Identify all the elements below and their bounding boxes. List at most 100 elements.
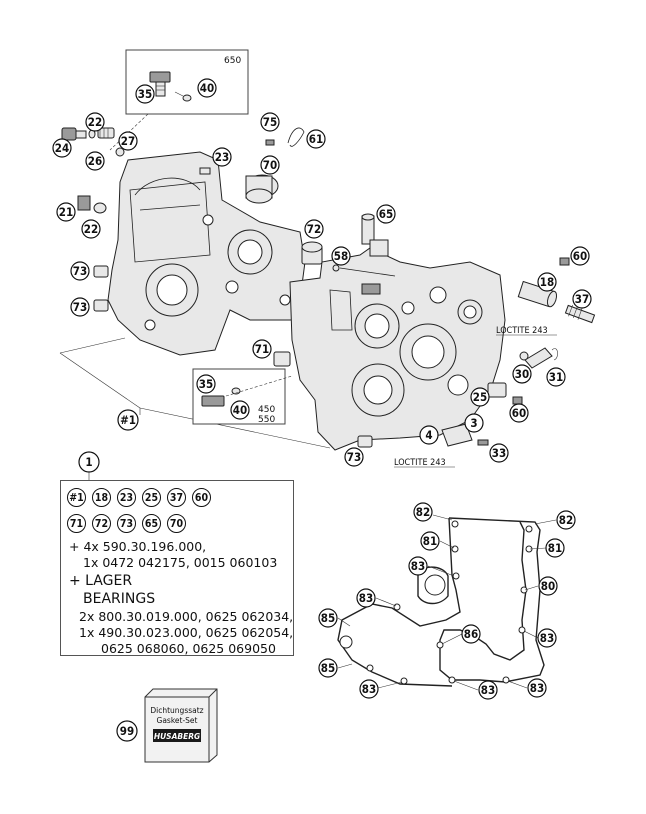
callout-70: 70 xyxy=(260,155,280,175)
gasket-callout-86: 86 xyxy=(461,624,481,644)
svg-text:25: 25 xyxy=(473,390,487,404)
callout-73-b: 73 xyxy=(70,297,90,317)
kit-lager-line-1: + LAGER xyxy=(69,573,133,589)
bolt-37 xyxy=(564,304,596,324)
svg-text:83: 83 xyxy=(481,683,495,697)
svg-text:75: 75 xyxy=(263,115,277,129)
callout-22-lower: 22 xyxy=(81,219,101,239)
screw-part xyxy=(149,71,171,97)
svg-text:40: 40 xyxy=(200,81,214,95)
callout-27: 27 xyxy=(118,131,138,151)
dowel-73-b xyxy=(93,299,109,312)
gasket-callout-81-left: 81 xyxy=(420,531,440,551)
callout-73-c: 73 xyxy=(344,447,364,467)
gasket-callout-85-b: 85 xyxy=(318,658,338,678)
gasket-callout-82-left: 82 xyxy=(413,502,433,522)
callout-73-a: 73 xyxy=(70,261,90,281)
callout-4: 4 xyxy=(419,425,439,445)
callout-65: 65 xyxy=(376,204,396,224)
kit-bearing-line-3: 0625 068060, 0625 069050 xyxy=(101,641,276,656)
callout-1-kit-marker: #1 xyxy=(117,409,139,431)
kit-badge: 71 xyxy=(67,514,86,533)
gasket-callout-83-b: 83 xyxy=(356,588,376,608)
kit-badge: 73 xyxy=(117,514,136,533)
washer-part xyxy=(182,94,192,102)
callout-21: 21 xyxy=(56,202,76,222)
svg-text:40: 40 xyxy=(233,403,247,417)
svg-text:#1: #1 xyxy=(120,413,136,427)
callout-75: 75 xyxy=(260,112,280,132)
callout-item-1: 1 xyxy=(78,451,100,473)
bushing-25 xyxy=(487,382,507,398)
gasket-callout-85-a: 85 xyxy=(318,608,338,628)
kit-badge: 65 xyxy=(142,514,161,533)
callout-18: 18 xyxy=(537,272,557,292)
svg-text:99: 99 xyxy=(120,724,134,738)
callout-61: 61 xyxy=(306,129,326,149)
kit-bearing-line-1: 2x 800.30.019.000, 0625 062034, xyxy=(79,609,294,624)
bushing-72 xyxy=(301,241,323,265)
callout-33: 33 xyxy=(489,443,509,463)
callout-40-top: 40 xyxy=(197,78,217,98)
kit-badge: 60 xyxy=(192,488,211,507)
svg-text:60: 60 xyxy=(573,249,587,263)
svg-text:4: 4 xyxy=(425,428,432,442)
loctite-label-upper: LOCTITE 243 xyxy=(496,326,548,336)
detail-box-label-550: 550 xyxy=(258,415,275,425)
callout-71: 71 xyxy=(252,339,272,359)
gasket-set-title-en: Gasket-Set xyxy=(157,716,198,725)
svg-text:70: 70 xyxy=(263,158,277,172)
bushing-71 xyxy=(273,351,291,367)
gasket-callout-82-right: 82 xyxy=(556,510,576,530)
gasket-callout-83-a: 83 xyxy=(408,556,428,576)
gasket-callout-83-d: 83 xyxy=(359,679,379,699)
svg-text:83: 83 xyxy=(540,631,554,645)
gasket-set-title-de: Dichtungssatz xyxy=(150,706,203,715)
svg-text:85: 85 xyxy=(321,661,335,675)
callout-60-top: 60 xyxy=(570,246,590,266)
svg-text:65: 65 xyxy=(379,207,393,221)
svg-text:22: 22 xyxy=(88,115,102,129)
svg-text:82: 82 xyxy=(559,513,573,527)
callout-99: 99 xyxy=(116,720,138,742)
callout-3: 3 xyxy=(464,413,484,433)
svg-text:3: 3 xyxy=(470,416,477,430)
kit-badge: #1 xyxy=(67,488,86,507)
brand-logo: HUSABERG xyxy=(154,732,200,741)
shaft-18 xyxy=(517,280,558,308)
svg-text:85: 85 xyxy=(321,611,335,625)
crankcase-gasket xyxy=(337,514,557,691)
svg-text:22: 22 xyxy=(84,222,98,236)
right-crankcase-half xyxy=(289,247,506,451)
gasket-callout-83-e: 83 xyxy=(478,680,498,700)
svg-text:26: 26 xyxy=(88,154,102,168)
callout-60-bottom: 60 xyxy=(509,403,529,423)
svg-text:33: 33 xyxy=(492,446,506,460)
detail-box-650-label: 650 xyxy=(224,56,241,66)
svg-text:81: 81 xyxy=(548,541,562,555)
svg-text:83: 83 xyxy=(411,559,425,573)
callout-40-lower: 40 xyxy=(230,400,250,420)
svg-text:27: 27 xyxy=(121,134,135,148)
callout-58: 58 xyxy=(331,246,351,266)
callout-22-upper: 22 xyxy=(85,112,105,132)
kit-screws-line-2: 1x 0472 042175, 0015 060103 xyxy=(83,555,278,570)
svg-text:61: 61 xyxy=(309,132,323,146)
gasket-callout-83-f: 83 xyxy=(527,678,547,698)
plate-3-4 xyxy=(441,423,489,447)
kit-lager-line-2: BEARINGS xyxy=(83,591,156,607)
svg-text:86: 86 xyxy=(464,627,478,641)
svg-text:23: 23 xyxy=(215,150,229,164)
gasket-callout-83-c: 83 xyxy=(537,628,557,648)
sensor-65 xyxy=(361,213,389,257)
gasket-callout-80: 80 xyxy=(538,576,558,596)
callout-30: 30 xyxy=(512,364,532,384)
callout-35-top: 35 xyxy=(135,84,155,104)
callout-23: 23 xyxy=(212,147,232,167)
svg-text:82: 82 xyxy=(416,505,430,519)
dowel-pin-23 xyxy=(199,167,211,175)
svg-text:58: 58 xyxy=(334,249,348,263)
svg-text:73: 73 xyxy=(347,450,361,464)
kit-badge: 70 xyxy=(167,514,186,533)
callout-37: 37 xyxy=(572,289,592,309)
